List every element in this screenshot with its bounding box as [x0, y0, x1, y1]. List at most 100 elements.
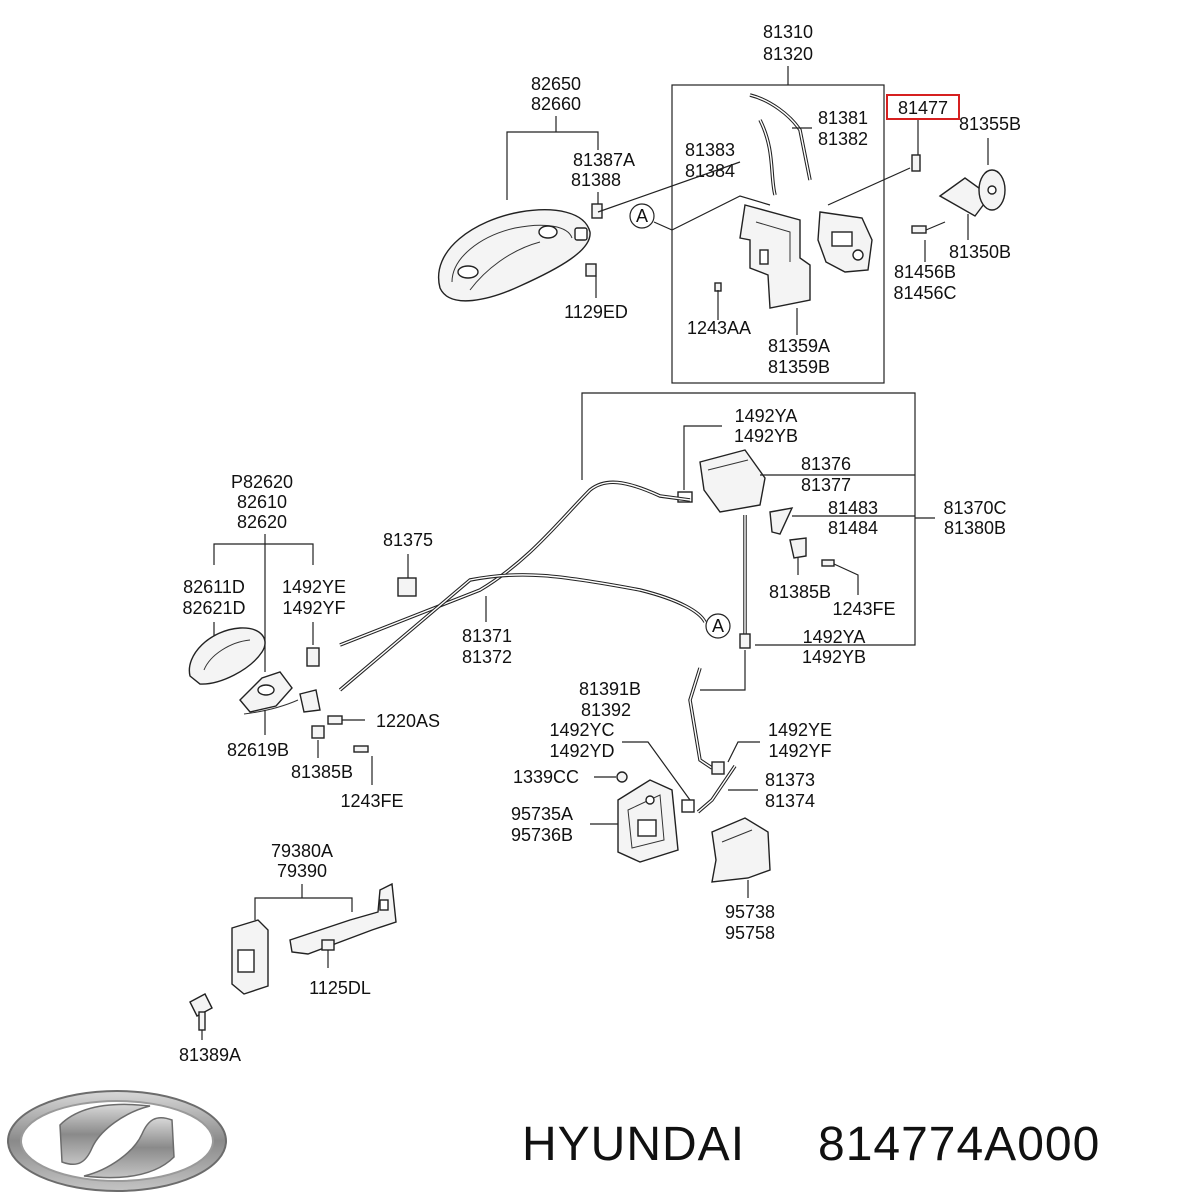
svg-text:A: A [712, 616, 724, 636]
callout-82620: 82620 [237, 512, 287, 532]
callout-81456B: 81456B [894, 262, 956, 282]
bolt-1125dl [321, 939, 335, 951]
callout-81376: 81376 [801, 454, 851, 474]
highlight-box-81477 [886, 94, 960, 120]
screw-81456b [911, 225, 927, 234]
callout-81320: 81320 [763, 44, 813, 64]
reference-marker-a-top: A [629, 195, 771, 231]
callout-81370C: 81370C [943, 498, 1006, 518]
callout-95738: 95738 [725, 902, 775, 922]
clip-81375 [397, 577, 417, 597]
callout-95758: 95758 [725, 923, 775, 943]
callout-1492YF-left: 1492YF [282, 598, 345, 618]
callout-81374: 81374 [765, 791, 815, 811]
callout-81381: 81381 [818, 108, 868, 128]
callout-81380B: 81380B [944, 518, 1006, 538]
cable-housing-81376 [677, 449, 766, 513]
callout-79380A: 79380A [271, 841, 333, 861]
callout-1220AS: 1220AS [376, 711, 440, 731]
callout-81484: 81484 [828, 518, 878, 538]
callout-1492YA-bottom: 1492YA [803, 627, 866, 647]
screw-1220as [327, 715, 343, 725]
svg-text:A: A [636, 206, 648, 226]
lock-actuator-assembly: 81391B 81392 1492YC 1492YD 1492YE 1492YF… [511, 650, 832, 943]
callout-1243FE-left: 1243FE [340, 791, 403, 811]
callout-81371: 81371 [462, 626, 512, 646]
clip-1492ya-bottom [739, 633, 751, 649]
callout-81388: 81388 [571, 170, 621, 190]
screw-1129ed [585, 263, 597, 277]
callout-1243FE-right: 1243FE [832, 599, 895, 619]
actuator-cover-95738 [711, 817, 771, 883]
callout-81392: 81392 [581, 700, 631, 720]
callout-81359A: 81359A [768, 336, 830, 356]
handle-bezel-82619b [239, 671, 299, 715]
callout-1243AA: 1243AA [687, 318, 751, 338]
callout-1125DL: 1125DL [309, 978, 371, 998]
callout-81373: 81373 [765, 770, 815, 790]
callout-81310: 81310 [763, 22, 813, 42]
callout-1492YC: 1492YC [549, 720, 614, 740]
callout-81483: 81483 [828, 498, 878, 518]
callout-81384: 81384 [685, 161, 735, 181]
bolt-81389a [189, 993, 213, 1031]
callout-82660: 82660 [531, 94, 581, 114]
callout-81350B: 81350B [949, 242, 1011, 262]
callout-1492YB-top: 1492YB [734, 426, 798, 446]
callout-81375: 81375 [383, 530, 433, 550]
callout-81377: 81377 [801, 475, 851, 495]
callout-81477: 81477 [898, 98, 948, 118]
callout-1129ED: 1129ED [564, 302, 628, 322]
callout-81359B: 81359B [768, 357, 830, 377]
callout-82611D: 82611D [183, 577, 245, 597]
lever-81483 [769, 507, 794, 535]
hyundai-logo-icon [7, 1090, 227, 1192]
brand-name: HYUNDAI [522, 1118, 745, 1171]
inside-handle-assembly: P82620 82610 82620 82611D 82621D 1492YE … [182, 472, 440, 811]
inside-door-handle [188, 627, 266, 685]
outside-door-handle [437, 209, 591, 302]
latch-81456 [817, 211, 873, 273]
screw-1243fe-left [353, 745, 369, 753]
nut-1339cc [616, 771, 628, 783]
callout-1492YA-top: 1492YA [735, 406, 798, 426]
cable-assembly: 1492YA 1492YB 81376 81377 81483 81484 81… [338, 392, 1007, 692]
grommet-81385b [789, 537, 807, 559]
callout-81383: 81383 [685, 140, 735, 160]
clip-1492ye-left [306, 647, 320, 667]
callout-95735A: 95735A [511, 804, 573, 824]
callout-82621D: 82621D [182, 598, 245, 618]
clip-1492ye-right [711, 761, 725, 775]
door-lock-actuator-95735a [617, 779, 695, 863]
callout-82650: 82650 [531, 74, 581, 94]
callout-82610: 82610 [237, 492, 287, 512]
striker-81350b [938, 169, 1006, 217]
screw-1243aa [714, 282, 722, 292]
outside-handle-assembly: 81310 81320 82650 82660 81387A 81388 112… [437, 22, 1021, 384]
callout-1492YB-bottom: 1492YB [802, 647, 866, 667]
callout-1492YE-right: 1492YE [768, 720, 832, 740]
door-checker-assembly: 79380A 79390 1125DL 81389A [179, 841, 397, 1065]
callout-81389A: 81389A [179, 1045, 241, 1065]
door-checker-79380a [231, 882, 397, 995]
callout-82619B: 82619B [227, 740, 289, 760]
screw-1243fe-right [821, 559, 835, 567]
callout-1492YD: 1492YD [549, 741, 614, 761]
callout-81385B-right: 81385B [769, 582, 831, 602]
part-number: 814774A000 [818, 1118, 1100, 1171]
callout-1492YF-right: 1492YF [768, 741, 831, 761]
callout-81382: 81382 [818, 129, 868, 149]
callout-P82620: P82620 [231, 472, 293, 492]
callout-81387A: 81387A [573, 150, 635, 170]
callout-1492YE-left: 1492YE [282, 577, 346, 597]
grommet-81385b-left [311, 725, 325, 739]
latch-group-frame [671, 84, 885, 384]
bolt-81477 [911, 154, 921, 172]
callout-81456C: 81456C [893, 283, 956, 303]
callout-81372: 81372 [462, 647, 512, 667]
trim-plate [299, 689, 321, 713]
callout-95736B: 95736B [511, 825, 573, 845]
callout-81391B: 81391B [579, 679, 641, 699]
callout-81355B: 81355B [959, 114, 1021, 134]
